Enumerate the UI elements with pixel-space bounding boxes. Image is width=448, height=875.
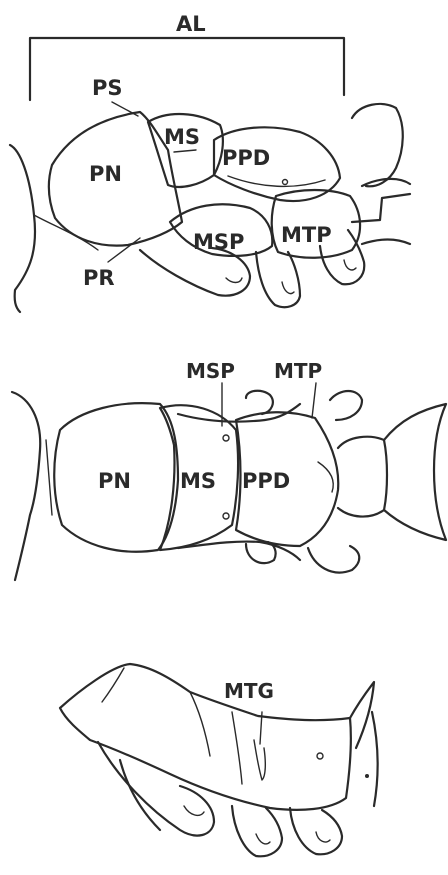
label-mtp-middle: MTP bbox=[274, 359, 322, 383]
leg-1 bbox=[140, 248, 250, 296]
ppd-inner-line bbox=[228, 176, 325, 186]
mtg-slot bbox=[254, 740, 265, 780]
leg-bottom-2 bbox=[232, 806, 282, 856]
leg-dorsal-2 bbox=[330, 391, 362, 420]
leg-dorsal-4 bbox=[308, 546, 359, 573]
leg-bottom-4-claw bbox=[184, 806, 204, 815]
anterior-flange bbox=[34, 215, 98, 250]
anterior-outline bbox=[10, 145, 35, 312]
leg-dorsal-1 bbox=[246, 391, 273, 414]
label-mtg: MTG bbox=[224, 679, 274, 703]
label-pn-top: PN bbox=[89, 162, 122, 186]
label-msp-middle: MSP bbox=[186, 359, 235, 383]
label-al: AL bbox=[176, 12, 206, 36]
ppd-pore bbox=[283, 180, 288, 185]
panel-top-lateral-view: AL PS PN MS PPD MSP bbox=[10, 12, 410, 312]
panel-middle-dorsal-view: MSP MTP PN MS PPD bbox=[12, 359, 446, 580]
label-pn-middle: PN bbox=[98, 469, 131, 493]
msp-node-upper bbox=[223, 435, 229, 441]
leg-3-claw bbox=[344, 260, 356, 270]
leg-2-claw bbox=[282, 282, 294, 294]
label-ppd-top: PPD bbox=[222, 146, 270, 170]
leg-bottom-1b bbox=[120, 760, 160, 830]
posterior-tip bbox=[372, 712, 378, 806]
leg-2 bbox=[256, 252, 300, 307]
neck-curve-dorsal bbox=[46, 440, 52, 515]
pr-leader bbox=[108, 238, 140, 262]
leg-bottom-3 bbox=[290, 808, 342, 854]
posterior-segment-2 bbox=[352, 179, 410, 244]
label-ms-middle: MS bbox=[180, 469, 216, 493]
label-mtp-top: MTP bbox=[281, 223, 332, 247]
panel-bottom-lateral-view: MTG bbox=[60, 664, 378, 856]
label-ps: PS bbox=[92, 76, 123, 100]
msp-node-lower bbox=[223, 513, 229, 519]
sclerite-line-2 bbox=[190, 692, 210, 756]
leg-bottom-2-claw bbox=[256, 834, 270, 844]
leg-bottom-3-claw bbox=[316, 832, 330, 842]
leg-1-claw bbox=[226, 278, 242, 283]
label-pr: PR bbox=[83, 266, 115, 290]
posterior-segment-1 bbox=[352, 104, 403, 186]
label-ms-top: MS bbox=[164, 125, 200, 149]
ppd-dorsal-inner bbox=[318, 462, 333, 492]
spiracle bbox=[317, 753, 323, 759]
label-msp-top: MSP bbox=[193, 230, 244, 254]
leg-bottom-1 bbox=[98, 742, 214, 836]
abdomen-dorsal bbox=[384, 404, 446, 540]
label-ppd-middle: PPD bbox=[242, 469, 290, 493]
posterior-dorsal bbox=[338, 437, 387, 517]
sclerite-line-3 bbox=[232, 712, 242, 784]
posterior-spine bbox=[350, 682, 374, 748]
ms-underline bbox=[174, 150, 196, 152]
mtp-leader bbox=[312, 383, 316, 418]
anterior-outline-dorsal bbox=[12, 392, 40, 580]
al-bracket bbox=[30, 38, 344, 100]
dot-mark bbox=[365, 774, 369, 778]
